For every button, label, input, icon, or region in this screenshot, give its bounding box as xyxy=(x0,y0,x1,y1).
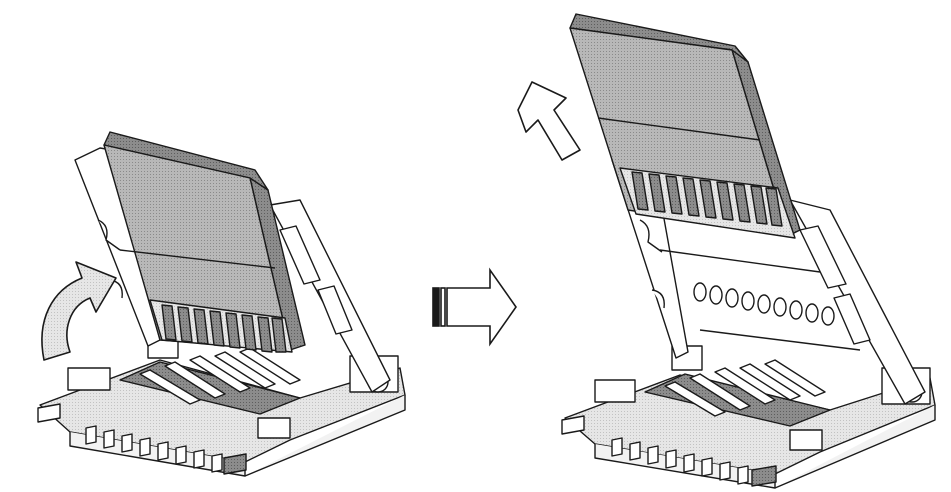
left-hinged-frame xyxy=(74,147,391,393)
curved-arrow-icon xyxy=(41,261,117,361)
left-spring-contacts xyxy=(119,347,301,415)
right-spring-contacts xyxy=(644,359,831,427)
right-memory-card xyxy=(569,13,801,239)
right-card-contacts xyxy=(631,171,783,227)
panel-right-card-removed xyxy=(517,13,936,489)
up-left-arrow-icon xyxy=(517,81,581,161)
left-solder-tails xyxy=(37,403,247,475)
left-memory-card xyxy=(103,131,306,353)
right-frame-slots xyxy=(693,282,835,326)
right-arrow-icon xyxy=(432,267,517,347)
panel-left-hinged-frame-opened xyxy=(37,131,406,477)
left-card-contacts xyxy=(161,304,287,353)
right-solder-tails xyxy=(561,415,777,487)
